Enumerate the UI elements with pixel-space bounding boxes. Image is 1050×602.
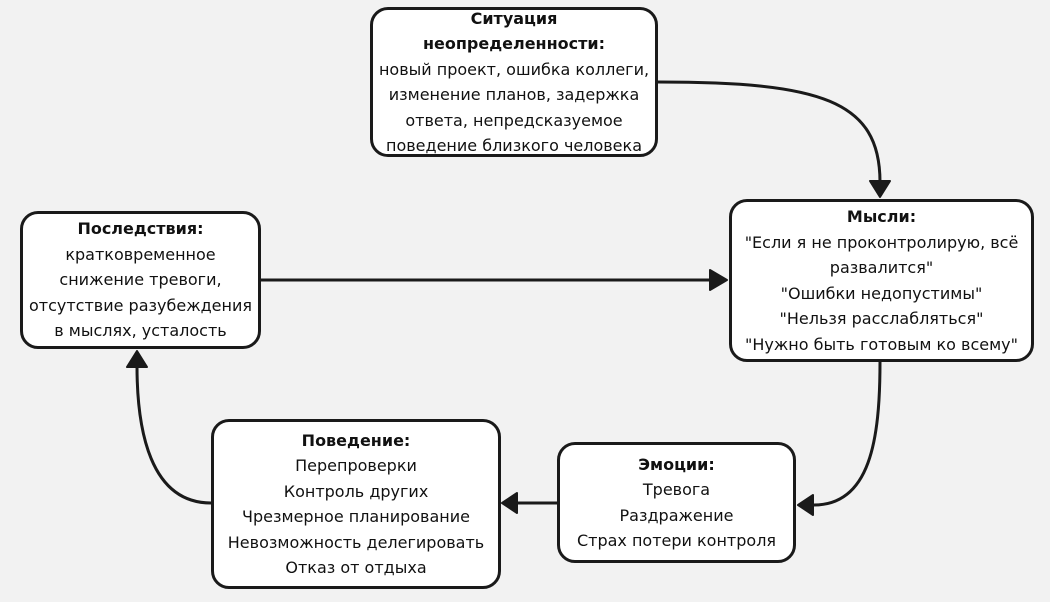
consequences-line: отсутствие разубеждения bbox=[28, 295, 253, 315]
thoughts-title: Мысли: bbox=[846, 207, 917, 226]
emotions-line: Раздражение bbox=[619, 505, 734, 525]
thoughts-line: "Нельзя расслабляться" bbox=[779, 309, 984, 328]
behavior-line: Перепроверки bbox=[295, 456, 417, 475]
thoughts-line: "Нужно быть готовым ко всему" bbox=[745, 334, 1018, 354]
thoughts-line: развалится" bbox=[829, 258, 934, 277]
situation-line: ответа, непредсказуемое bbox=[405, 110, 623, 130]
situation-title: Ситуация неопределенности: bbox=[422, 8, 606, 54]
emotions-node: Эмоции: Тревога Раздражение Страх потери… bbox=[557, 442, 796, 563]
situation-line: изменение планов, задержка bbox=[388, 85, 640, 104]
arrowhead-thoughts-left bbox=[709, 269, 728, 291]
arrow-situation-to-thoughts bbox=[656, 80, 882, 184]
consequences-node: Последствия: кратковременное снижение тр… bbox=[20, 211, 261, 349]
behavior-title: Поведение: bbox=[301, 430, 411, 450]
arrowhead-behavior-right bbox=[501, 492, 518, 514]
thoughts-line: "Если я не проконтролирую, всё bbox=[744, 232, 1019, 252]
situation-line: новый проект, ошибка коллеги, bbox=[378, 59, 650, 79]
situation-line: поведение близкого человека bbox=[385, 136, 642, 155]
behavior-line: Отказ от отдыха bbox=[285, 558, 427, 577]
thoughts-node: Мысли: "Если я не проконтролирую, всё ра… bbox=[729, 199, 1034, 362]
consequences-line: снижение тревоги, bbox=[59, 270, 222, 290]
arrowhead-emotions-right bbox=[797, 494, 814, 516]
behavior-line: Невозможность делегировать bbox=[227, 532, 485, 552]
thoughts-line: "Ошибки недопустимы" bbox=[780, 283, 983, 303]
emotions-line: Тревога bbox=[642, 480, 711, 499]
behavior-line: Чрезмерное планирование bbox=[242, 507, 470, 526]
emotions-title: Эмоции: bbox=[638, 454, 715, 474]
arrow-thoughts-to-emotions bbox=[812, 360, 882, 507]
consequences-line: в мыслях, усталость bbox=[54, 321, 227, 341]
arrow-behavior-to-consequences bbox=[135, 364, 213, 505]
consequences-title: Последствия: bbox=[77, 219, 204, 239]
arrowhead-thoughts-top bbox=[869, 180, 891, 198]
arrowhead-consequences-bottom bbox=[126, 350, 148, 368]
situation-node: Ситуация неопределенности: новый проект,… bbox=[370, 7, 658, 157]
behavior-node: Поведение: Перепроверки Контроль других … bbox=[211, 419, 501, 589]
consequences-line: кратковременное bbox=[65, 244, 216, 264]
emotions-line: Страх потери контроля bbox=[576, 531, 777, 550]
behavior-line: Контроль других bbox=[283, 481, 429, 501]
